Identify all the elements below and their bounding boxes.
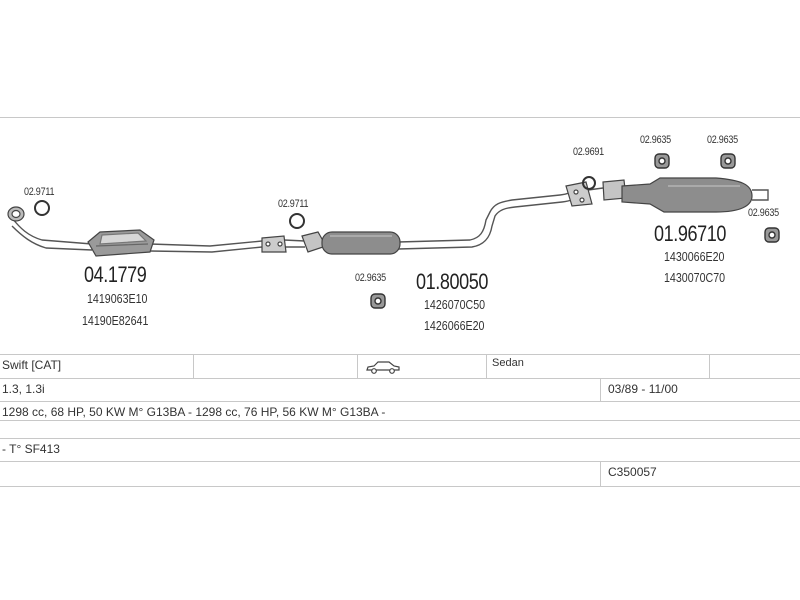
pipe-middle-link (283, 239, 306, 242)
flange-joint-1 (261, 235, 287, 253)
hanger-02-9635-d (764, 227, 780, 243)
cell-divider (357, 354, 358, 378)
ref-code-cell: C350057 (608, 465, 657, 479)
table-rule-3 (0, 401, 800, 402)
front-flange (7, 206, 25, 222)
rear-silencer (602, 177, 753, 213)
small-part-label: 02.9635 (748, 207, 779, 219)
catalyst-body (87, 229, 155, 257)
part-ref: 1426066E20 (424, 318, 485, 333)
type-code-cell: - T° SF413 (2, 442, 60, 456)
long-pipe (397, 189, 573, 243)
exhaust-diagram (7, 153, 780, 309)
small-part-label: 02.9635 (640, 134, 671, 146)
part-ref: 1426070C50 (424, 297, 486, 312)
front-pipe (11, 217, 93, 245)
part-ref: 1430066E20 (664, 249, 725, 264)
small-part-label: 02.9711 (24, 186, 55, 198)
years-cell: 03/89 - 11/00 (608, 382, 678, 396)
middle-silencer (301, 231, 401, 255)
ring-02-9691 (582, 176, 596, 190)
cell-divider (600, 378, 601, 401)
hanger-02-9635-c (720, 153, 736, 169)
table-rule-2 (0, 378, 800, 379)
engines-cell: 1.3, 1.3i (2, 382, 45, 396)
cell-divider (193, 354, 194, 378)
hanger-02-9635-b (654, 153, 670, 169)
table-rule-5 (0, 438, 800, 439)
flange-joint-2 (565, 181, 593, 207)
cell-divider (709, 354, 710, 378)
cell-divider (600, 461, 601, 486)
ring-02-9711-b (289, 213, 305, 229)
part-ref: 1419063E10 (87, 291, 148, 306)
cell-divider (486, 354, 487, 378)
part-number: 01.96710 (654, 221, 726, 246)
part-number: 04.1779 (84, 262, 147, 287)
body-type-cell: Sedan (492, 357, 524, 369)
small-part-label: 02.9635 (707, 134, 738, 146)
hanger-02-9635-a (370, 293, 386, 309)
ring-02-9711-a (34, 200, 50, 216)
table-rule-6 (0, 461, 800, 462)
model-cell: Swift [CAT] (2, 358, 62, 372)
rear-tailpipe (752, 189, 769, 201)
top-rule (0, 117, 800, 118)
pipe-cat-to-middle (149, 240, 263, 247)
part-ref: 14190E82641 (82, 313, 149, 328)
sedan-car-icon (365, 359, 401, 380)
small-part-label: 02.9691 (573, 146, 604, 158)
part-ref: 1430070C70 (664, 270, 726, 285)
specs-cell: 1298 cc, 68 HP, 50 KW M° G13BA - 1298 cc… (2, 405, 386, 419)
table-rule-4 (0, 420, 800, 421)
pipe-cat-to-middle-lower (149, 246, 263, 253)
front-pipe-lower (11, 225, 93, 251)
small-part-label: 02.9635 (355, 272, 386, 284)
small-part-label: 02.9711 (278, 198, 309, 210)
part-number: 01.80050 (416, 269, 488, 294)
table-rule-1 (0, 354, 800, 355)
table-rule-7 (0, 486, 800, 487)
